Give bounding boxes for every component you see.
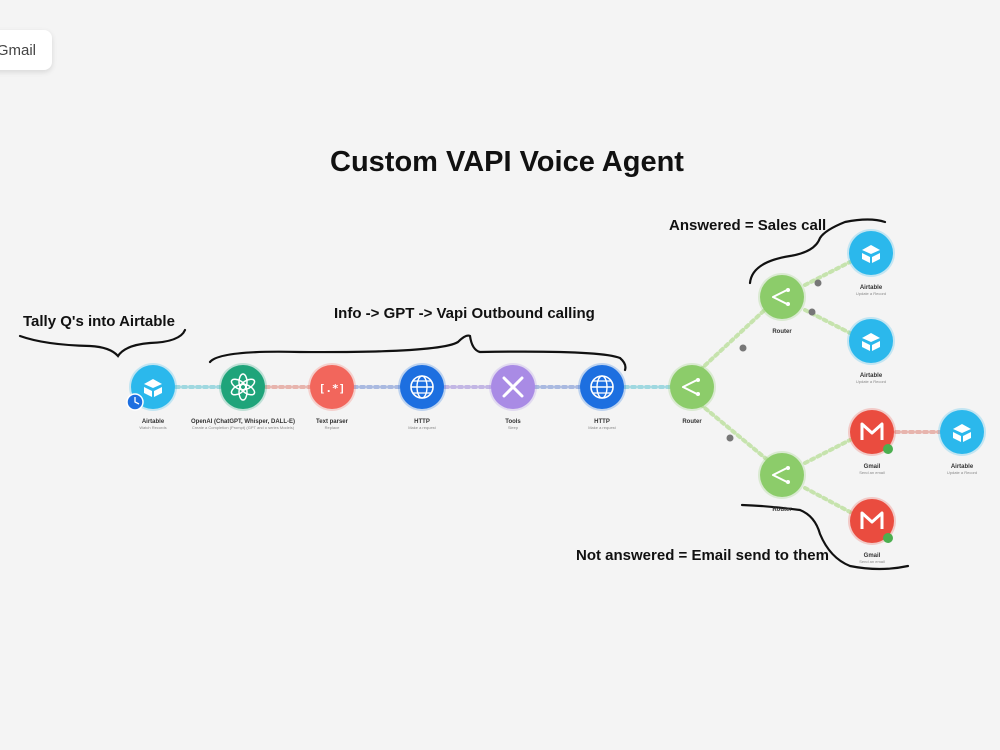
annotation-answered: Answered = Sales call [669,217,827,234]
airtable-icon [862,245,880,263]
brace-info [208,334,627,372]
tools-icon [502,376,524,398]
module-router-bottom[interactable]: Router [758,451,806,513]
router-icon [772,466,790,484]
connector-router-bottom [698,402,772,464]
gmail-tab-label: Gmail [0,41,36,59]
gmail-icon [860,511,884,529]
filter-markers [726,279,822,442]
module-sublabel: Sleep [508,425,519,430]
globe-icon [590,375,614,399]
annotation-info-flow: Info -> GPT -> Vapi Outbound calling [334,305,595,322]
module-label: HTTP [414,419,430,425]
module-sublabel: Replace [325,425,340,430]
module-label: Airtable [951,464,974,470]
handwritten-marks [18,218,910,571]
module-router-top[interactable]: Router [758,273,806,335]
gmail-icon [860,422,884,440]
airtable-icon [953,424,971,442]
module-label: Airtable [860,373,883,379]
filter-icon [808,308,816,316]
module-sublabel: Make a request [588,425,616,430]
brace-tally [18,328,187,358]
airtable-icon [862,333,880,351]
module-sublabel: Update a Record [856,379,886,384]
module-label: Tools [505,419,521,425]
connector-bottom-gmail1 [803,438,852,465]
connector-bottom-gmail2 [803,486,852,514]
module-label: HTTP [594,419,610,425]
module-label: Router [772,507,792,513]
module-label: Gmail [864,464,881,470]
module-label: Airtable [860,285,883,291]
brace-answered [748,218,887,285]
text-parser-icon: [.*] [319,382,346,395]
module-label: Gmail [864,553,881,559]
module-sublabel: Send an email [859,559,885,564]
svg-text:[.*]: [.*] [319,382,346,395]
connector-group [174,260,942,514]
module-label: Router [682,419,702,425]
scenario-title: Custom VAPI Voice Agent [330,146,684,178]
filter-icon [726,434,734,442]
module-sublabel: Update a Record [947,470,977,475]
router-icon [682,378,700,396]
openai-icon [230,373,256,401]
airtable-icon [144,379,162,397]
gmail-tab-chip[interactable]: Gmail [0,30,52,70]
module-sublabel: Make a request [408,425,436,430]
annotation-not-answered: Not answered = Email send to them [576,547,829,564]
module-sublabel: Watch Records [139,425,166,430]
module-label: Text parser [316,419,349,425]
module-sublabel: Create a Completion (Prompt) (GPT and o … [192,425,295,430]
globe-icon [410,375,434,399]
router-icon [772,288,790,306]
module-label: Router [772,329,792,335]
module-label: Airtable [142,419,165,425]
connector-router-top [698,303,772,372]
module-openai[interactable]: OpenAI (ChatGPT, Whisper, DALL-E)Create … [191,363,295,430]
connector-top-airtable2 [803,260,852,287]
annotation-tally: Tally Q's into Airtable [23,313,175,330]
module-label: OpenAI (ChatGPT, Whisper, DALL-E) [191,419,295,425]
module-router-main[interactable]: Router [668,363,716,425]
filter-icon [814,279,822,287]
module-sublabel: Update a Record [856,291,886,296]
filter-icon [739,344,747,352]
module-sublabel: Send an email [859,470,885,475]
brace-not-answered [740,503,910,571]
